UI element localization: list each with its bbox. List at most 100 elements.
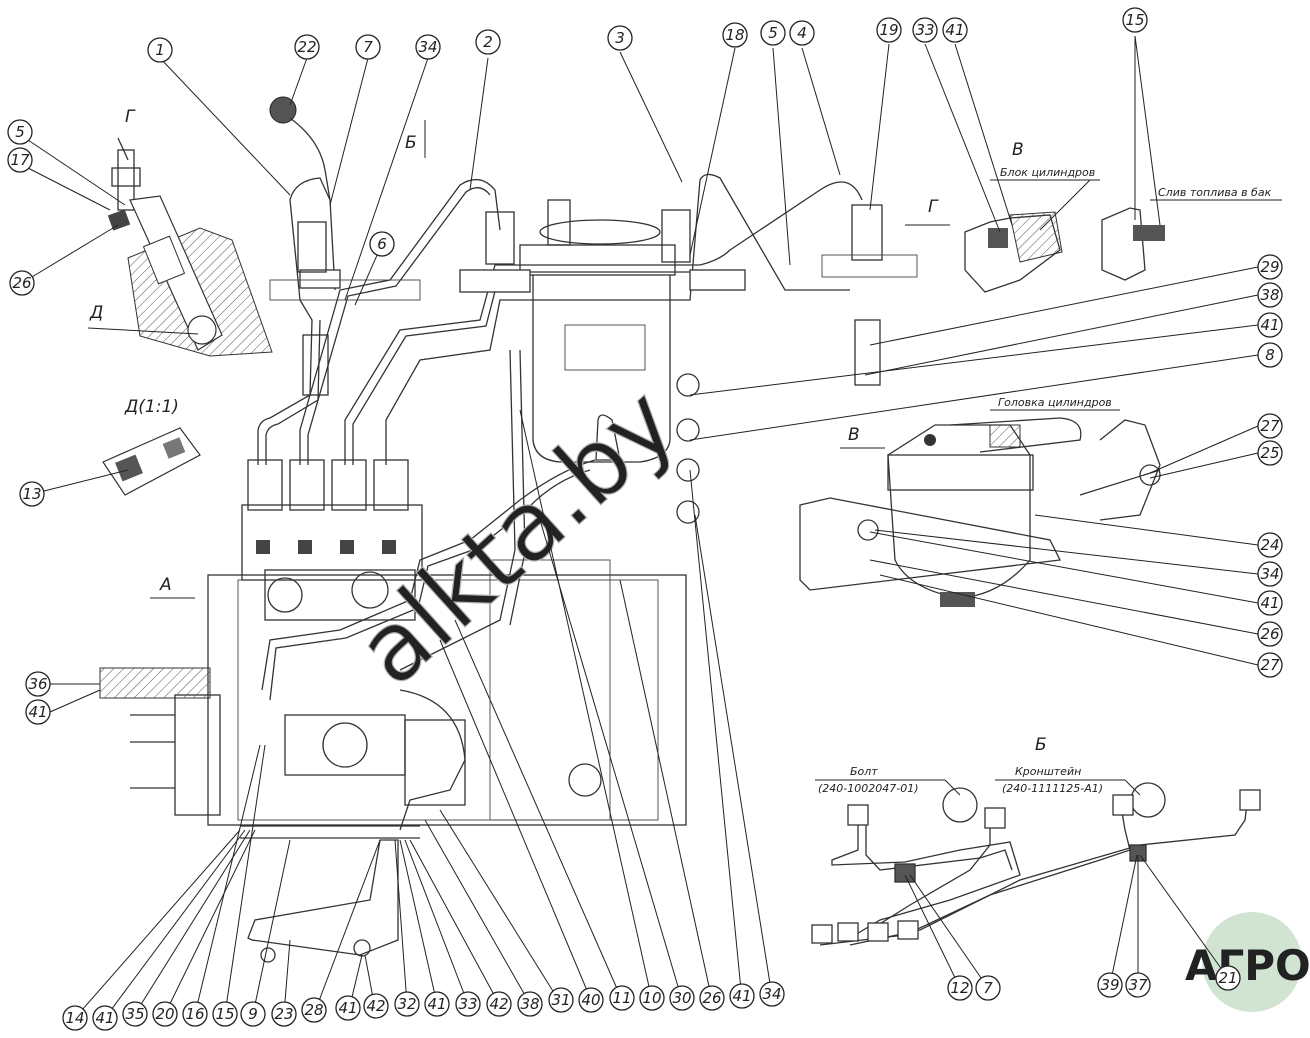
callout-13: 13 xyxy=(19,481,45,507)
svg-text:38: 38 xyxy=(1260,286,1279,304)
callout-42: 42 xyxy=(486,991,512,1017)
svg-text:34: 34 xyxy=(762,985,781,1003)
svg-text:42: 42 xyxy=(489,995,508,1013)
detail-g-injector xyxy=(107,137,273,357)
svg-text:9: 9 xyxy=(248,1005,258,1023)
view-label-b-bottom: Б xyxy=(1035,735,1047,755)
callout-20: 20 xyxy=(152,1001,178,1027)
callout-41: 41 xyxy=(92,1005,118,1031)
svg-text:4: 4 xyxy=(797,24,807,42)
watermark-logo: АГРОКА xyxy=(1185,912,1310,1012)
callout-30: 30 xyxy=(669,985,695,1011)
svg-text:15: 15 xyxy=(1125,11,1144,29)
callout-16: 16 xyxy=(182,1001,208,1027)
callout-7: 7 xyxy=(975,975,1001,1001)
label-bracket-code: (240-1111125-А1) xyxy=(1002,782,1103,795)
svg-text:41: 41 xyxy=(28,703,47,721)
svg-text:21: 21 xyxy=(1218,969,1237,987)
svg-text:34: 34 xyxy=(1260,565,1279,583)
svg-text:41: 41 xyxy=(95,1009,114,1027)
callout-34: 34 xyxy=(1257,561,1283,587)
svg-text:2: 2 xyxy=(483,33,493,51)
svg-text:24: 24 xyxy=(1260,536,1279,554)
svg-text:27: 27 xyxy=(1260,417,1280,435)
callout-39: 39 xyxy=(1097,972,1123,998)
svg-text:38: 38 xyxy=(520,995,539,1013)
svg-text:18: 18 xyxy=(725,26,744,44)
callout-21: 21 xyxy=(1215,965,1241,991)
callout-11: 11 xyxy=(609,985,635,1011)
svg-text:29: 29 xyxy=(1260,258,1279,276)
svg-text:23: 23 xyxy=(274,1005,293,1023)
view-label-v-arrow: В xyxy=(848,425,860,445)
svg-text:30: 30 xyxy=(672,989,691,1007)
svg-text:42: 42 xyxy=(366,997,385,1015)
callout-27: 27 xyxy=(1257,413,1283,439)
leader-lines xyxy=(21,35,1259,1019)
callout-26: 26 xyxy=(1257,621,1283,647)
callout-36: 36 xyxy=(25,671,51,697)
svg-text:17: 17 xyxy=(10,151,30,169)
callout-37: 37 xyxy=(1125,972,1151,998)
callout-41: 41 xyxy=(25,699,51,725)
callout-41: 41 xyxy=(1257,312,1283,338)
callout-38: 38 xyxy=(517,991,543,1017)
svg-text:11: 11 xyxy=(612,989,631,1007)
svg-text:28: 28 xyxy=(304,1001,323,1019)
cylinder-head-assembly xyxy=(799,417,1161,607)
view-label-b-arrow: Б xyxy=(405,133,417,153)
callout-2: 2 xyxy=(475,29,501,55)
svg-text:26: 26 xyxy=(1260,625,1279,643)
callout-28: 28 xyxy=(301,997,327,1023)
svg-text:1: 1 xyxy=(155,41,165,59)
view-label-g-left: Г xyxy=(125,107,136,127)
watermark-logo-text: АГРОКА xyxy=(1185,941,1310,990)
svg-text:36: 36 xyxy=(28,675,47,693)
callout-34: 34 xyxy=(415,34,441,60)
label-cylinder-head: Головка цилиндров xyxy=(998,396,1112,409)
svg-text:41: 41 xyxy=(338,999,357,1017)
svg-text:33: 33 xyxy=(458,995,477,1013)
fuel-filter xyxy=(519,199,700,524)
svg-text:39: 39 xyxy=(1100,976,1119,994)
svg-text:41: 41 xyxy=(1260,594,1279,612)
callout-22: 22 xyxy=(294,34,320,60)
detail-d-clamp xyxy=(102,427,201,496)
svg-text:25: 25 xyxy=(1260,444,1279,462)
low-pressure-hoses xyxy=(261,349,596,831)
svg-text:35: 35 xyxy=(125,1005,144,1023)
callout-26: 26 xyxy=(699,985,725,1011)
svg-text:7: 7 xyxy=(983,979,993,997)
label-bolt: Болт xyxy=(850,765,878,778)
callout-17: 17 xyxy=(7,147,33,173)
svg-text:7: 7 xyxy=(363,38,373,56)
svg-text:32: 32 xyxy=(397,995,416,1013)
svg-text:41: 41 xyxy=(732,987,751,1005)
svg-text:22: 22 xyxy=(297,38,316,56)
detail-v-block xyxy=(964,211,1063,293)
svg-text:40: 40 xyxy=(581,991,600,1009)
callout-40: 40 xyxy=(578,987,604,1013)
callout-8: 8 xyxy=(1257,342,1283,368)
callout-41: 41 xyxy=(1257,590,1283,616)
svg-text:26: 26 xyxy=(702,989,721,1007)
callout-32: 32 xyxy=(394,991,420,1017)
high-pressure-lines xyxy=(257,173,863,465)
callout-26: 26 xyxy=(9,270,35,296)
callout-25: 25 xyxy=(1257,440,1283,466)
callout-41: 41 xyxy=(335,995,361,1021)
svg-text:3: 3 xyxy=(615,29,625,47)
callout-14: 14 xyxy=(62,1005,88,1031)
callout-9: 9 xyxy=(240,1001,266,1027)
injection-pump xyxy=(99,459,687,963)
callout-41: 41 xyxy=(729,983,755,1009)
svg-text:27: 27 xyxy=(1260,656,1280,674)
svg-text:37: 37 xyxy=(1128,976,1148,994)
callout-27: 27 xyxy=(1257,652,1283,678)
callout-10: 10 xyxy=(639,985,665,1011)
callout-5: 5 xyxy=(7,119,33,145)
callout-29: 29 xyxy=(1257,254,1283,280)
svg-text:33: 33 xyxy=(915,21,934,39)
callout-6: 6 xyxy=(369,231,395,257)
